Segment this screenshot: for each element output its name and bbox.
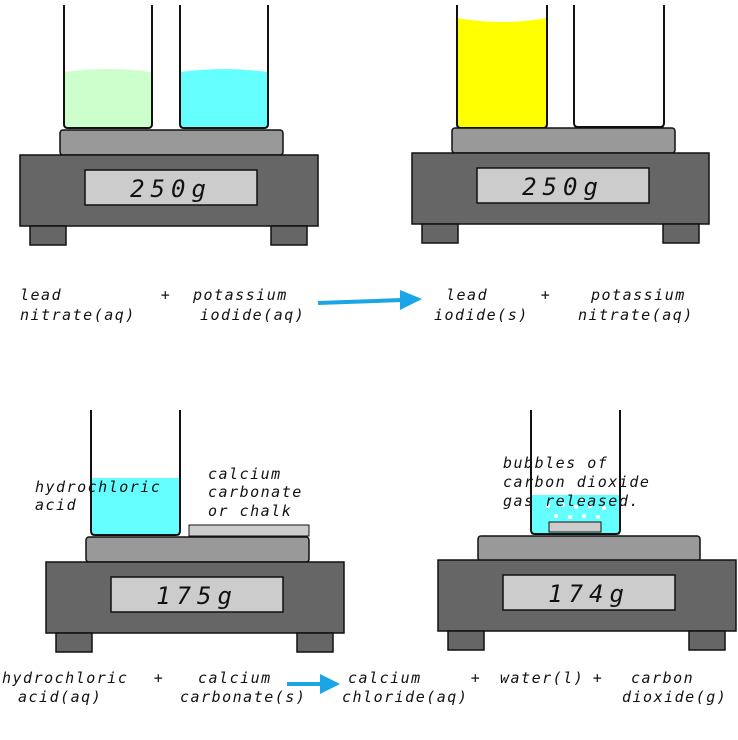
- scale-display: [84, 169, 258, 206]
- scale-foot-right: [688, 630, 726, 651]
- eq1-reactant-potassium-iodide: potassium iodide(aq): [192, 286, 305, 324]
- eq2-product-calcium-chloride: calcium chloride(aq): [342, 669, 468, 706]
- label-hydrochloric-acid: hydrochloric acid: [35, 478, 172, 514]
- top-left-panel: 250g: [19, 5, 319, 246]
- scale-pan: [477, 535, 701, 562]
- scale-reading: 175g: [156, 582, 238, 610]
- eq2-reactant-calcium-carbonate: calcium carbonate(s): [180, 669, 306, 706]
- reaction-beaker: [530, 410, 621, 535]
- scale-pan: [85, 536, 310, 563]
- eq2-plus-2: +: [471, 669, 482, 687]
- eq2-product-carbon-dioxide: carbon dioxide(g): [622, 669, 727, 706]
- scale-foot-right: [270, 225, 308, 246]
- calcium-carbonate-chalk: [188, 524, 310, 537]
- scale-reading: 250g: [130, 175, 212, 203]
- label-bubbles-co2: bubbles of carbon dioxide gas released.: [503, 454, 661, 510]
- scale: 174g: [437, 535, 737, 651]
- scale-foot-left: [29, 225, 67, 246]
- lead-iodide-beaker: [456, 5, 548, 129]
- potassium-iodide-beaker: [179, 5, 269, 129]
- eq1-plus-2: +: [541, 286, 552, 304]
- lead-iodide-precipitate: [457, 18, 547, 128]
- equation-2: hydrochloric acid(aq) + calcium carbonat…: [2, 669, 727, 706]
- scale-reading: 250g: [522, 173, 604, 201]
- empty-beaker: [573, 5, 665, 128]
- scale-foot-left: [55, 632, 93, 653]
- label-calcium-carbonate: calcium carbonate or chalk: [208, 465, 313, 520]
- eq2-plus-3: +: [593, 669, 604, 687]
- scale-pan: [451, 127, 676, 154]
- eq1-product-potassium-nitrate: potassium nitrate(aq): [578, 286, 696, 324]
- eq1-product-lead-iodide: lead iodide(s): [434, 286, 529, 324]
- eq2-reaction-arrow: [287, 674, 340, 694]
- scale-foot-left: [421, 223, 459, 244]
- scale-display: [110, 576, 284, 613]
- scale: 250g: [411, 127, 710, 244]
- lead-nitrate-beaker: [63, 5, 153, 129]
- eq1-reaction-arrow: [317, 290, 422, 310]
- scale: 175g: [45, 536, 345, 653]
- eq2-product-water: water(l): [500, 669, 584, 687]
- bottom-right-panel: bubbles of carbon dioxide gas released. …: [437, 410, 737, 651]
- lead-nitrate-solution: [64, 69, 152, 128]
- eq2-plus-1: +: [154, 669, 165, 687]
- scale-foot-right: [662, 223, 700, 244]
- hydrochloric-acid-beaker: [90, 410, 181, 536]
- equation-1: lead nitrate(aq) + potassium iodide(aq) …: [20, 286, 696, 324]
- bottom-left-panel: hydrochloric acid calcium carbonate or c…: [35, 410, 345, 653]
- dissolving-chalk: [548, 521, 602, 533]
- scale-foot-left: [447, 630, 485, 651]
- scale-pan: [59, 129, 284, 156]
- top-right-panel: 250g: [411, 5, 710, 244]
- hydrochloric-acid-solution: [91, 478, 180, 535]
- eq1-reactant-lead-nitrate: lead nitrate(aq): [20, 286, 136, 324]
- scale-foot-right: [296, 632, 334, 653]
- potassium-iodide-solution: [180, 69, 268, 128]
- co2-bubbles: [546, 496, 606, 519]
- eq1-plus-1: +: [161, 286, 172, 304]
- scale-reading: 174g: [548, 580, 630, 608]
- scale-display: [476, 167, 650, 204]
- scale: 250g: [19, 129, 319, 246]
- scale-display: [502, 574, 676, 611]
- eq2-reactant-hydrochloric-acid: hydrochloric acid(aq): [2, 669, 139, 706]
